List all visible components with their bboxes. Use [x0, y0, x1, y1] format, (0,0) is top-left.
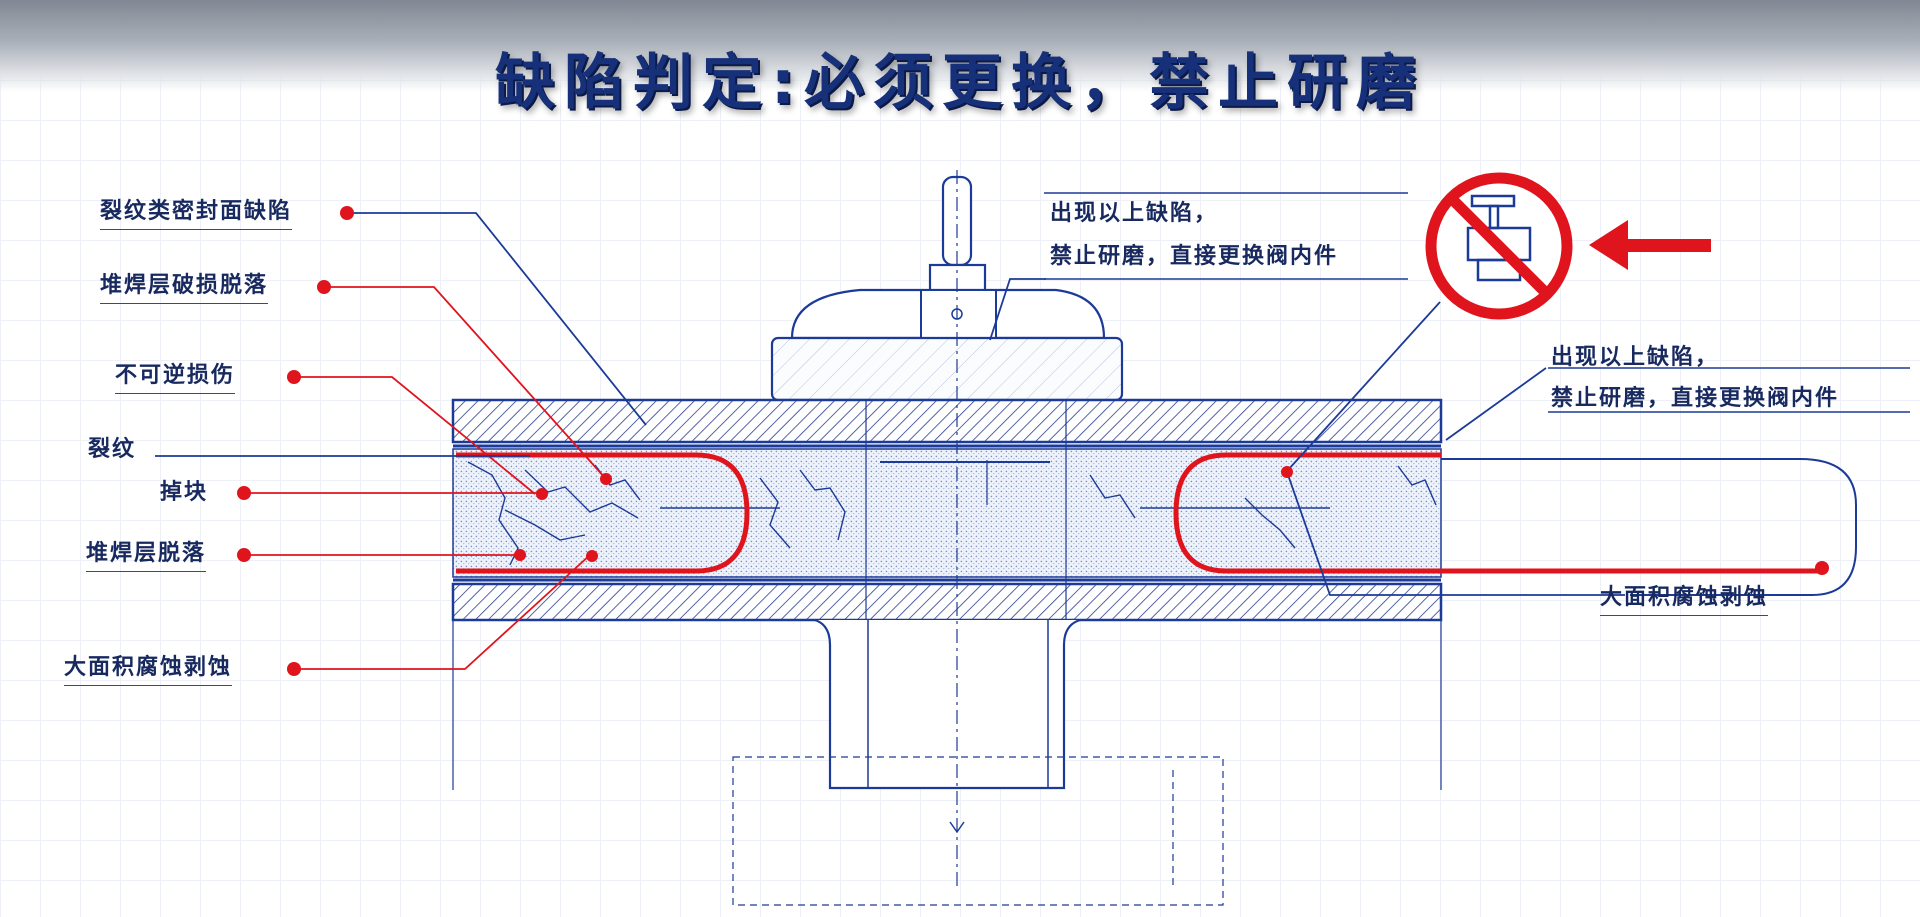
valve-bonnet [770, 288, 1124, 402]
label-weld-peel: 堆焊层脱落 [86, 541, 207, 572]
label-weld-damage-peel: 堆焊层破损脱落 [100, 273, 269, 304]
header-band [0, 0, 1920, 92]
right-defect-zone-outline [1173, 452, 1822, 574]
left-arrow-icon [1589, 220, 1711, 270]
right-pipe-loop [1441, 458, 1857, 596]
label-corrosion-right: 大面积腐蚀剥蚀 [1600, 585, 1769, 616]
label-chipping: 掉块 [160, 480, 209, 505]
label-crack: 裂纹 [88, 437, 137, 462]
label-irreversible-damage: 不可逆损伤 [115, 363, 236, 394]
lower-outlet [452, 618, 1442, 906]
prohibition-icon [1425, 172, 1573, 320]
left-defect-zone-outline [456, 452, 750, 574]
right-note-line2: 禁止研磨，直接更换阀内件 [1551, 386, 1840, 411]
label-corrosion-left: 大面积腐蚀剥蚀 [64, 655, 233, 686]
center-note-line1: 出现以上缺陷， [1050, 201, 1219, 226]
leader-lines [155, 212, 1815, 670]
marker-dots [237, 206, 1829, 676]
label-crack-seal-defect: 裂纹类密封面缺陷 [100, 199, 293, 230]
note-underlines [1044, 192, 1910, 413]
center-note-line2: 禁止研磨，直接更换阀内件 [1050, 244, 1339, 269]
page-title: 缺陷判定:必须更换，禁止研磨 [495, 48, 1425, 118]
centerline-arrow-icon [949, 821, 965, 834]
valve-body [451, 398, 1443, 622]
right-note-line1: 出现以上缺陷， [1551, 345, 1720, 370]
